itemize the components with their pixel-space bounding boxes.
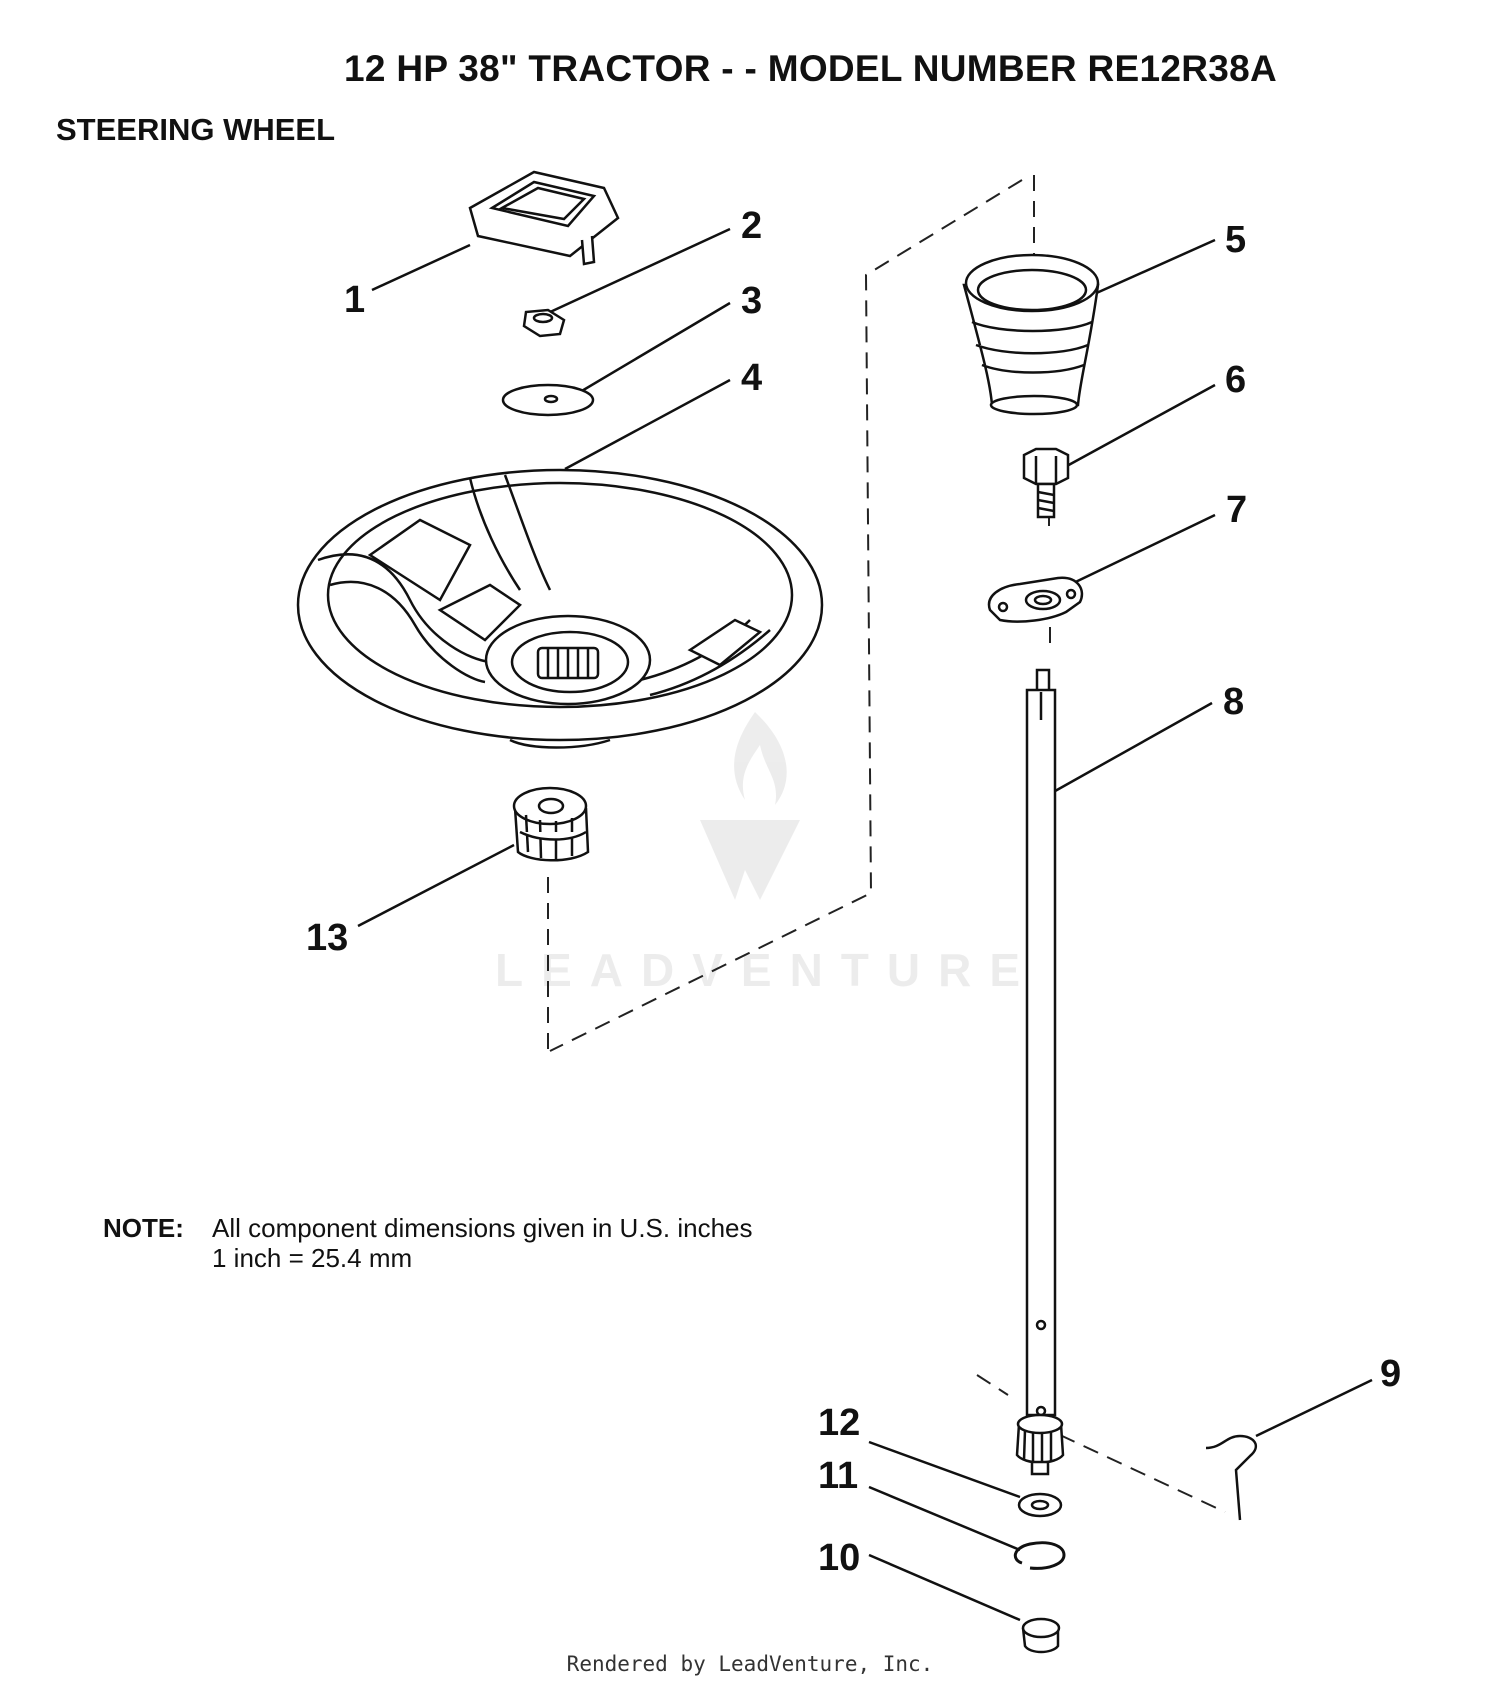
callout-6: 6 <box>1225 359 1246 401</box>
note-label: NOTE: <box>103 1213 184 1243</box>
callout-1: 1 <box>344 279 365 321</box>
leader-lines <box>357 227 1373 1622</box>
gear-washer-icon <box>1017 1492 1063 1518</box>
section-title: STEERING WHEEL <box>56 112 336 147</box>
callout-12: 12 <box>818 1402 860 1444</box>
leadventure-watermark: LEADVENTURE <box>495 712 1038 996</box>
hex-bolt-icon <box>1022 447 1070 519</box>
steering-shaft-icon <box>1015 668 1065 1476</box>
flame-logo-icon <box>700 712 800 900</box>
callout-8: 8 <box>1223 681 1244 723</box>
dimensions-note: NOTE: All component dimensions given in U… <box>103 1213 753 1273</box>
steering-boot-icon <box>962 253 1100 416</box>
callout-2: 2 <box>741 205 762 247</box>
steering-wheel-icon <box>296 468 824 749</box>
hub-adapter-icon <box>512 786 590 862</box>
callout-7: 7 <box>1226 489 1247 531</box>
note-line-1: All component dimensions given in U.S. i… <box>212 1213 753 1243</box>
watermark-text: LEADVENTURE <box>495 944 1038 996</box>
callout-9: 9 <box>1380 1353 1401 1395</box>
callout-3: 3 <box>741 280 762 322</box>
retaining-ring-icon <box>1013 1541 1066 1570</box>
steering-cap-icon <box>468 170 620 266</box>
end-cap-icon <box>1021 1617 1061 1654</box>
hex-nut-icon <box>522 308 566 338</box>
callout-numbers: 1 2 3 4 5 6 7 8 9 10 11 12 13 <box>306 205 1401 1579</box>
callout-13: 13 <box>306 917 348 959</box>
callout-10: 10 <box>818 1537 860 1579</box>
washer-icon <box>501 383 595 417</box>
flange-bearing-icon <box>987 576 1084 623</box>
callout-4: 4 <box>741 357 762 399</box>
assembly-guide-lines <box>547 175 1226 1513</box>
callout-5: 5 <box>1225 219 1246 261</box>
callout-11: 11 <box>818 1455 858 1497</box>
hairpin-clip-icon <box>1205 1434 1258 1521</box>
page-title: 12 HP 38" TRACTOR - - MODEL NUMBER RE12R… <box>344 48 1278 89</box>
note-line-2: 1 inch = 25.4 mm <box>212 1243 413 1273</box>
footer-credit: Rendered by LeadVenture, Inc. <box>566 1652 934 1676</box>
